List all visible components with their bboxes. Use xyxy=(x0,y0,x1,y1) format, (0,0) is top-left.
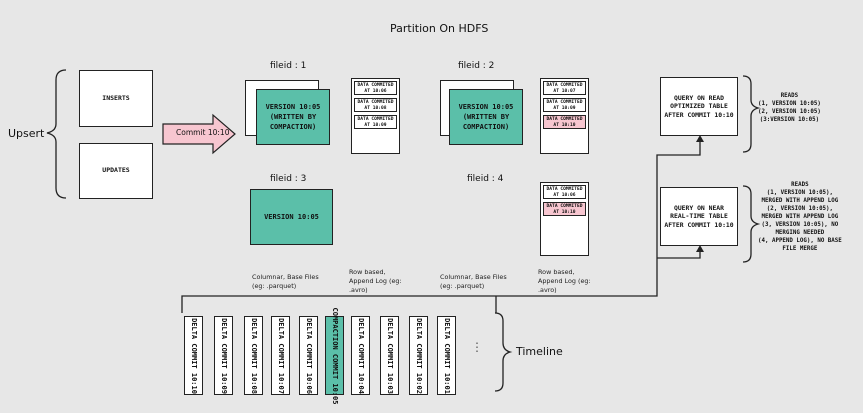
fileid-2-label: fileid : 2 xyxy=(458,61,495,71)
caption-columnar-2: Columnar, Base Files (eg: .parquet) xyxy=(440,273,507,290)
log-entry-new: DATA COMMITED AT 10:10 xyxy=(543,202,586,216)
timeline-compaction-commit: COMPACTION COMMIT 10:05 xyxy=(325,307,344,404)
caption-rowbased-1: Row based, Append Log (eg: .avro) xyxy=(349,268,402,294)
log-entry: DATA COMMITED AT 10:09 xyxy=(354,115,397,129)
updates-label: UPDATES xyxy=(102,166,130,174)
timeline-commit: DELTA COMMIT 10:02 xyxy=(409,316,428,395)
commit-arrow-shape xyxy=(162,113,236,155)
read-optimized-reads: READS (1, VERSION 10:05) (2, VERSION 10:… xyxy=(758,93,821,123)
log-entry: DATA COMMITED AT 10:06 xyxy=(543,185,586,199)
timeline-commit: DELTA COMMIT 10:07 xyxy=(271,316,290,395)
real-time-query-box: QUERY ON NEAR REAL-TIME TABLE AFTER COMM… xyxy=(660,187,738,246)
fileid-4-label: fileid : 4 xyxy=(467,174,504,184)
read-optimized-query-box: QUERY ON READ OPTIMIZED TABLE AFTER COMM… xyxy=(660,77,738,136)
inserts-label: INSERTS xyxy=(102,94,130,102)
inserts-box: INSERTS xyxy=(79,70,153,127)
timeline-commit: DELTA COMMIT 10:09 xyxy=(214,316,233,395)
upsert-label: Upsert xyxy=(8,127,45,140)
log-entry-new: DATA COMMITED AT 10:10 xyxy=(543,115,586,129)
timeline-commit: DELTA COMMIT 10:01 xyxy=(437,316,456,395)
diagram-title: Partition On HDFS xyxy=(390,22,489,35)
fileid-2-base-file: VERSION 10:05 (WRITTEN BY COMPACTION) xyxy=(449,89,523,145)
timeline-commit: DELTA COMMIT 10:08 xyxy=(244,316,263,395)
fileid-1-base-file: VERSION 10:05 (WRITTEN BY COMPACTION) xyxy=(256,89,330,145)
caption-rowbased-2: Row based, Append Log (eg: .avro) xyxy=(538,268,591,294)
timeline-commit: DELTA COMMIT 10:04 xyxy=(351,316,370,395)
fileid-3-base-file: VERSION 10:05 xyxy=(250,189,333,245)
fileid-4-append-log: DATA COMMITED AT 10:06 DATA COMMITED AT … xyxy=(540,182,589,256)
commit-arrow-label: Commit 10:10 xyxy=(176,128,230,137)
timeline-label: Timeline xyxy=(516,345,563,358)
timeline-commit: DELTA COMMIT 10:10 xyxy=(184,316,203,395)
timeline-commit: DELTA COMMIT 10:06 xyxy=(299,316,318,395)
log-entry: DATA COMMITED AT 10:08 xyxy=(354,98,397,112)
fileid-1-append-log: DATA COMMITED AT 10:06 DATA COMMITED AT … xyxy=(351,78,400,154)
timeline-commit: DELTA COMMIT 10:03 xyxy=(380,316,399,395)
real-time-reads: READS (1, VERSION 10:05), MERGED WITH AP… xyxy=(758,182,842,252)
fileid-1-label: fileid : 1 xyxy=(270,61,307,71)
log-entry: DATA COMMITED AT 10:09 xyxy=(543,98,586,112)
timeline-ellipsis: ⋮ xyxy=(471,340,483,354)
log-entry: DATA COMMITED AT 10:06 xyxy=(354,81,397,95)
fileid-3-label: fileid : 3 xyxy=(270,174,307,184)
updates-box: UPDATES xyxy=(79,143,153,199)
caption-columnar-1: Columnar, Base Files (eg: .parquet) xyxy=(252,273,319,290)
fileid-2-append-log: DATA COMMITED AT 10:07 DATA COMMITED AT … xyxy=(540,78,589,154)
log-entry: DATA COMMITED AT 10:07 xyxy=(543,81,586,95)
